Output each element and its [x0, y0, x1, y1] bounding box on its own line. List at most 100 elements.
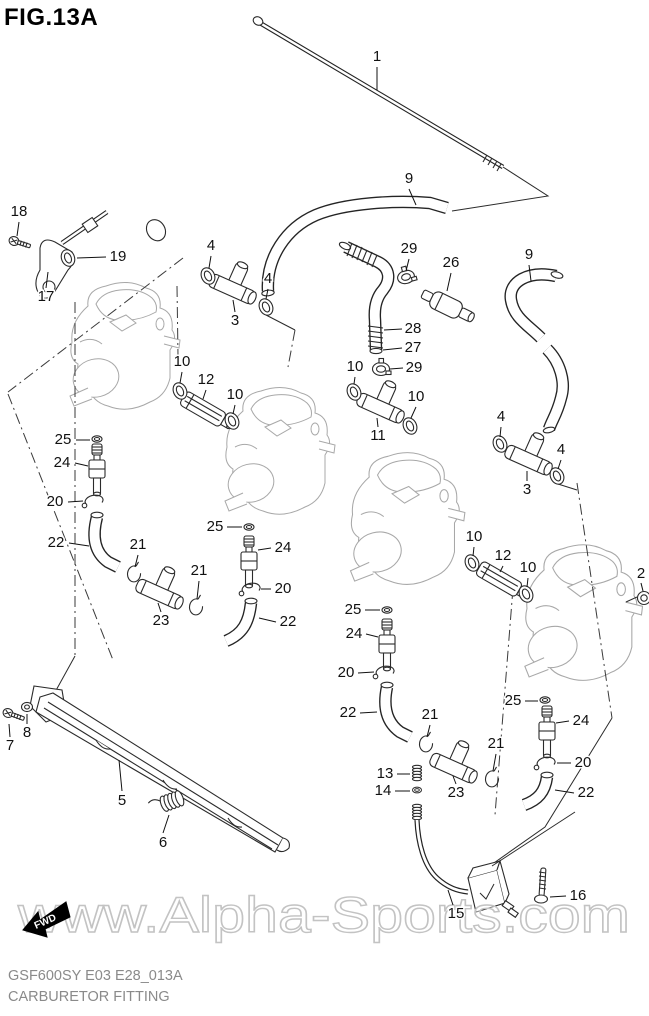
callout-22: 22 [340, 704, 357, 721]
callout-20: 20 [275, 580, 292, 597]
callout-leader-2 [640, 582, 644, 592]
callout-20: 20 [575, 754, 592, 771]
part-valve-24a [88, 443, 106, 497]
callout-20: 20 [47, 493, 64, 510]
callout-leader-4 [557, 459, 562, 470]
part-ring-25b [243, 523, 255, 531]
part-screw-18 [7, 234, 33, 251]
callout-27: 27 [405, 339, 422, 356]
part-clamp-29a [394, 263, 418, 287]
part-bolt-16 [533, 867, 549, 904]
callout-25: 25 [207, 518, 224, 535]
callout-25: 25 [505, 692, 522, 709]
callout-leader-17 [45, 271, 49, 289]
part-clip-20a [81, 494, 104, 509]
part-clip-21b [186, 594, 206, 617]
watermark: www.Alpha-Sports.com [17, 887, 630, 943]
callout-11: 11 [370, 427, 386, 444]
part-pipe-15 [414, 811, 576, 919]
callout-12: 12 [198, 371, 215, 388]
part-bracket-17 [35, 210, 167, 299]
callout-leader-20 [67, 500, 84, 503]
callout-21: 21 [422, 706, 439, 723]
footer: GSF600SY E03 E28_013A CARBURETOR FITTING [8, 966, 183, 1008]
callout-13: 13 [377, 765, 394, 782]
part-spring-pipe-top [411, 803, 423, 821]
callout-22: 22 [48, 534, 65, 551]
callout-leader-16 [549, 895, 567, 898]
callout-leader-9 [408, 188, 417, 206]
callout-leader-21 [426, 724, 431, 738]
callout-24: 24 [54, 454, 71, 471]
callout-leader-4 [208, 255, 212, 269]
callout-10: 10 [520, 559, 537, 576]
part-washer-8 [20, 701, 34, 713]
part-clip-21d [482, 766, 502, 789]
part-rod-1 [252, 16, 550, 212]
part-clamp-29b [371, 357, 392, 377]
callout-12: 12 [495, 547, 512, 564]
part-hose-9-left [261, 195, 449, 297]
construction-lines [7, 257, 638, 866]
callout-leader-10 [410, 406, 417, 419]
part-spring-6 [147, 790, 185, 812]
callout-leader-22 [554, 789, 575, 794]
callout-leader-12 [202, 389, 207, 400]
callout-3: 3 [523, 481, 531, 498]
part-nut-2 [636, 590, 649, 606]
part-valve-24c [378, 618, 396, 672]
callout-4: 4 [557, 441, 565, 458]
callout-leader-6 [162, 814, 170, 834]
part-valve-24b [240, 535, 258, 589]
part-clip-21c [416, 731, 436, 754]
callout-24: 24 [346, 625, 363, 642]
callout-20: 20 [338, 664, 355, 681]
part-tfitting-3-left [206, 252, 268, 307]
callout-leader-10 [472, 546, 475, 557]
part-tfitting-23b [427, 731, 489, 786]
carburetor-body-1 [68, 281, 181, 410]
part-hose-22d [521, 771, 554, 811]
callout-leader-21 [134, 554, 139, 568]
part-bracket-5 [29, 685, 290, 853]
figure-title: FIG.13A [4, 4, 99, 31]
carburetor-body-4 [523, 544, 644, 681]
part-ring-25d [539, 696, 551, 704]
callout-22: 22 [280, 613, 297, 630]
callout-leader-7 [8, 723, 11, 738]
callout-leader-29 [405, 258, 410, 272]
callout-leader-23 [157, 602, 162, 613]
carburetor-body-2 [223, 386, 336, 515]
part-hose-22b [223, 597, 258, 647]
callout-leader-24 [257, 547, 272, 551]
callout-28: 28 [405, 320, 422, 337]
callout-26: 26 [443, 254, 460, 271]
callout-leader-10 [232, 404, 236, 415]
callout-19: 19 [110, 248, 127, 265]
callout-22: 22 [578, 784, 595, 801]
callout-10: 10 [408, 388, 425, 405]
callout-10: 10 [347, 358, 364, 375]
callout-17: 17 [38, 288, 55, 305]
callout-leader-10 [526, 577, 529, 588]
callout-21: 21 [191, 562, 208, 579]
callout-leader-4 [265, 288, 269, 300]
callout-4: 4 [497, 408, 505, 425]
callout-9: 9 [525, 246, 533, 263]
callout-10: 10 [174, 353, 191, 370]
callout-leader-24 [365, 633, 379, 638]
part-hose-22c [379, 681, 413, 743]
callout-24: 24 [573, 712, 590, 729]
part-clip-20d [533, 756, 556, 771]
callout-23: 23 [448, 784, 465, 801]
callout-leader-22 [359, 711, 378, 714]
callout-leader-20 [357, 671, 375, 674]
callout-5: 5 [118, 792, 126, 809]
callout-7: 7 [6, 737, 14, 754]
callout-10: 10 [466, 528, 483, 545]
callout-14: 14 [375, 782, 392, 799]
callout-leader-23 [452, 775, 457, 785]
